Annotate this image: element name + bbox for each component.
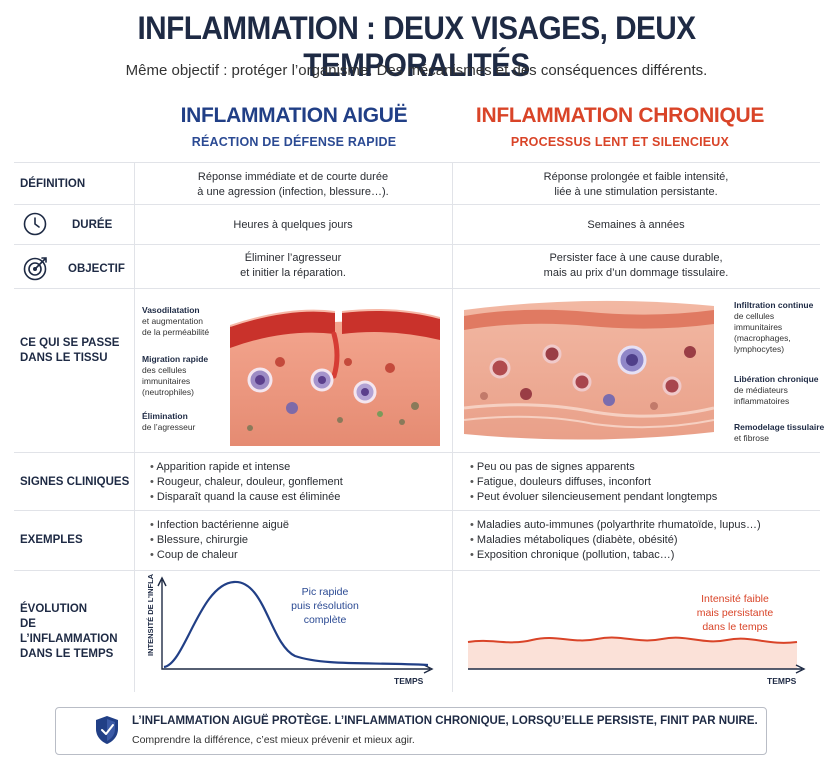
y-axis-label: INTENSITÉ DE L’INFLAMMATION — [146, 574, 155, 656]
chronic-evolution-chart: TEMPS — [467, 636, 806, 686]
row-divider — [14, 204, 820, 205]
footer-callout: L’INFLAMMATION AIGUË PROTÈGE. L’INFLAMMA… — [55, 707, 767, 755]
acute-subtitle: RÉACTION DE DÉFENSE RAPIDE — [191, 135, 397, 149]
acute-tissue-illustration — [230, 309, 440, 446]
list-item: Maladies métaboliques (diabète, obésité) — [470, 533, 820, 548]
row-label-duree: DURÉE — [72, 219, 113, 231]
row-divider — [14, 244, 820, 245]
list-item: Apparition rapide et intense — [150, 460, 450, 475]
list-item: Maladies auto-immunes (polyarthrite rhum… — [470, 518, 820, 533]
row-divider — [14, 510, 820, 511]
chronic-objectif: Persister face à une cause durable,mais … — [543, 252, 729, 279]
chronic-duree: Semaines à années — [587, 219, 685, 231]
chronic-title: INFLAMMATION CHRONIQUE — [475, 104, 765, 127]
footer-headline: L’INFLAMMATION AIGUË PROTÈGE. L’INFLAMMA… — [132, 715, 758, 727]
row-divider — [14, 570, 820, 571]
chronic-annotation-remodelage: Remodelage tissulaire et fibrose — [734, 422, 825, 443]
shield-icon — [96, 716, 118, 744]
acute-title: INFLAMMATION AIGUË — [180, 104, 408, 127]
row-label-exemples: EXEMPLES — [20, 534, 83, 546]
list-item: Peu ou pas de signes apparents — [470, 460, 820, 475]
list-item: Disparaît quand la cause est éliminée — [150, 490, 450, 505]
chronic-exemples-list: Maladies auto-immunes (polyarthrite rhum… — [470, 518, 820, 563]
chronic-definition: Réponse prolongée et faible intensité,li… — [543, 171, 729, 198]
acute-annotation-elimination: Élimination de l’agresseur — [142, 411, 196, 432]
acute-exemples-list: Infection bactérienne aiguë Blessure, ch… — [150, 518, 450, 563]
list-item: Rougeur, chaleur, douleur, gonflement — [150, 475, 450, 490]
column-divider — [452, 162, 453, 692]
column-divider — [134, 162, 135, 692]
acute-duree: Heures à quelques jours — [233, 219, 353, 231]
chronic-column-header: INFLAMMATION CHRONIQUE PROCESSUS LENT ET… — [460, 104, 780, 149]
list-item: Coup de chaleur — [150, 548, 450, 563]
page-title: INFLAMMATION : DEUX VISAGES, DEUX TEMPOR… — [137, 10, 696, 83]
list-item: Fatigue, douleurs diffuses, inconfort — [470, 475, 820, 490]
chronic-subtitle: PROCESSUS LENT ET SILENCIEUX — [510, 135, 730, 149]
row-label-definition: DÉFINITION — [20, 178, 86, 190]
acute-signes-list: Apparition rapide et intense Rougeur, ch… — [150, 460, 450, 505]
acute-evolution-chart: INTENSITÉ DE L’INFLAMMATION TEMPS — [146, 574, 434, 686]
row-label-objectif: OBJECTIF — [68, 263, 125, 275]
chronic-tissue-illustration — [464, 300, 714, 440]
x-axis-label: TEMPS — [767, 676, 797, 686]
row-divider — [14, 452, 820, 453]
list-item: Exposition chronique (pollution, tabac…) — [470, 548, 820, 563]
list-item: Peut évoluer silencieusement pendant lon… — [470, 490, 820, 505]
list-item: Blessure, chirurgie — [150, 533, 450, 548]
target-icon — [23, 257, 47, 281]
footer-tagline: Comprendre la différence, c’est mieux pr… — [132, 734, 415, 746]
acute-column-header: INFLAMMATION AIGUË RÉACTION DE DÉFENSE R… — [134, 104, 454, 149]
list-item: Infection bactérienne aiguë — [150, 518, 450, 533]
row-label-signes: SIGNES CLINIQUES — [20, 476, 130, 488]
x-axis-label: TEMPS — [394, 676, 424, 686]
page-subtitle: Même objectif : protéger l’organisme. De… — [125, 62, 708, 79]
clock-icon — [23, 212, 47, 236]
chronic-signes-list: Peu ou pas de signes apparents Fatigue, … — [470, 460, 820, 505]
row-divider — [14, 288, 820, 289]
row-divider — [14, 162, 820, 163]
